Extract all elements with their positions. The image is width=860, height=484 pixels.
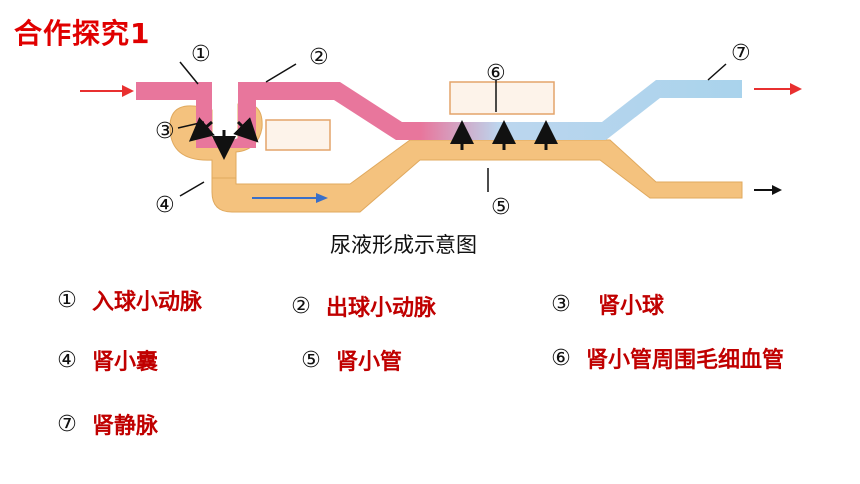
- leader-lines: [177, 61, 727, 197]
- legend-num: ②: [291, 293, 311, 319]
- legend-label: 肾小球: [598, 294, 665, 319]
- legend-label: 出球小动脉: [326, 296, 437, 321]
- legend-label: 肾小管周围毛细血管: [586, 348, 785, 373]
- marker-3: ③: [155, 119, 175, 144]
- legend-label: 肾小囊: [92, 350, 159, 375]
- answer-box-left: [265, 119, 331, 151]
- legend-item-6: ⑥ 肾小管周围毛细血管: [540, 342, 784, 374]
- legend-label: 肾小管: [336, 350, 403, 375]
- legend-item-1: ① 入球小动脉: [46, 284, 202, 316]
- legend-num: ⑥: [551, 345, 571, 371]
- diagram-caption: 尿液形成示意图: [330, 233, 477, 257]
- legend-item-4: ④ 肾小囊: [46, 344, 158, 376]
- marker-1: ①: [191, 42, 211, 67]
- marker-2: ②: [309, 45, 329, 70]
- legend-item-2: ② 出球小动脉: [280, 290, 436, 322]
- slide-title: 合作探究1: [14, 17, 151, 50]
- answer-box-top: [449, 81, 555, 115]
- marker-4: ④: [155, 193, 175, 218]
- tubule-flow-arrow: [252, 193, 328, 203]
- legend-num: ⑤: [301, 347, 321, 373]
- legend-num: ③: [551, 291, 571, 317]
- inflow-arrow: [80, 85, 134, 97]
- blood-vessel-shape: [136, 80, 742, 148]
- legend-item-3: ③ 肾小球: [540, 288, 664, 320]
- marker-5: ⑤: [491, 195, 511, 220]
- legend-num: ⑦: [57, 411, 77, 437]
- legend-label: 入球小动脉: [92, 290, 203, 315]
- legend-item-7: ⑦ 肾静脉: [46, 408, 158, 440]
- marker-6: ⑥: [486, 61, 506, 86]
- outflow-arrow: [754, 83, 802, 95]
- filtration-arrows: [188, 117, 259, 160]
- legend-num: ①: [57, 287, 77, 313]
- legend-item-5: ⑤ 肾小管: [290, 344, 402, 376]
- reabsorption-arrows: [450, 120, 558, 150]
- legend-label: 肾静脉: [92, 414, 159, 439]
- urine-outflow-arrow: [754, 185, 782, 195]
- legend-num: ④: [57, 347, 77, 373]
- marker-7: ⑦: [731, 41, 751, 66]
